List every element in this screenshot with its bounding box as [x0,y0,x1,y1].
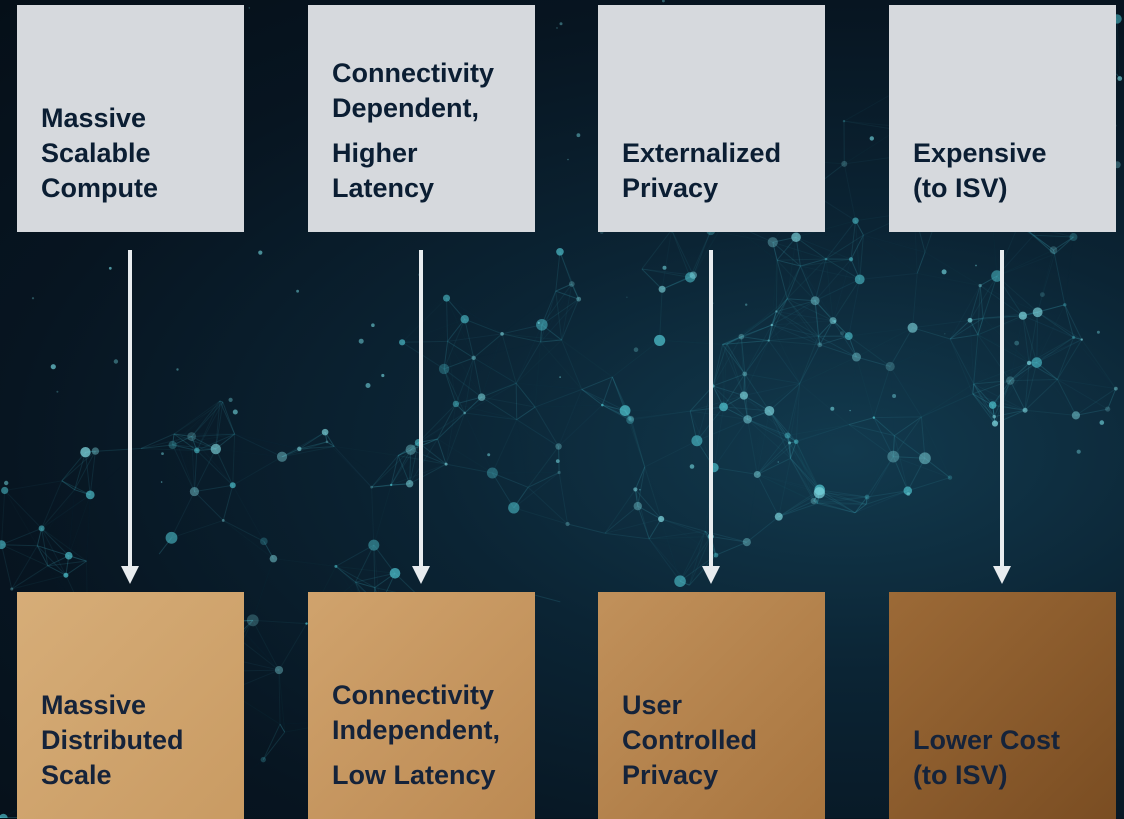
arrow-1 [121,250,139,584]
bottom-box-lower-cost: Lower Cost (to ISV) [889,592,1116,819]
bottom-box-1-line-1: Massive [41,688,230,723]
bottom-box-2-line-1: Connectivity [332,678,521,713]
top-box-2-line-2: Dependent, [332,91,521,126]
top-box-1-line-3: Compute [41,171,230,206]
bottom-box-2-line-3: Low Latency [332,758,521,793]
arrow-3 [702,250,720,584]
bottom-box-3-line-1: User [622,688,811,723]
top-box-1-line-1: Massive [41,101,230,136]
top-box-expensive: Expensive (to ISV) [889,5,1116,232]
arrow-4 [993,250,1011,584]
top-box-massive-scalable-compute: Massive Scalable Compute [17,5,244,232]
top-box-4-line-2: (to ISV) [913,171,1102,206]
arrow-2 [412,250,430,584]
bottom-box-1-line-2: Distributed [41,723,230,758]
bottom-box-user-controlled-privacy: User Controlled Privacy [598,592,825,819]
bottom-box-4-line-1: Lower Cost [913,723,1102,758]
top-box-2-line-1: Connectivity [332,56,521,91]
bottom-box-3-line-2: Controlled [622,723,811,758]
bottom-box-connectivity-independent: Connectivity Independent, Low Latency [308,592,535,819]
top-box-4-line-1: Expensive [913,136,1102,171]
top-box-2-line-3: Higher [332,136,521,171]
bottom-box-4-line-2: (to ISV) [913,758,1102,793]
top-box-3-line-2: Privacy [622,171,811,206]
top-box-externalized-privacy: Externalized Privacy [598,5,825,232]
bottom-box-massive-distributed-scale: Massive Distributed Scale [17,592,244,819]
top-box-connectivity-dependent: Connectivity Dependent, Higher Latency [308,5,535,232]
bottom-box-2-line-2: Independent, [332,713,521,748]
bottom-box-1-line-3: Scale [41,758,230,793]
top-box-1-line-2: Scalable [41,136,230,171]
top-box-3-line-1: Externalized [622,136,811,171]
top-box-2-line-4: Latency [332,171,521,206]
bottom-box-3-line-3: Privacy [622,758,811,793]
